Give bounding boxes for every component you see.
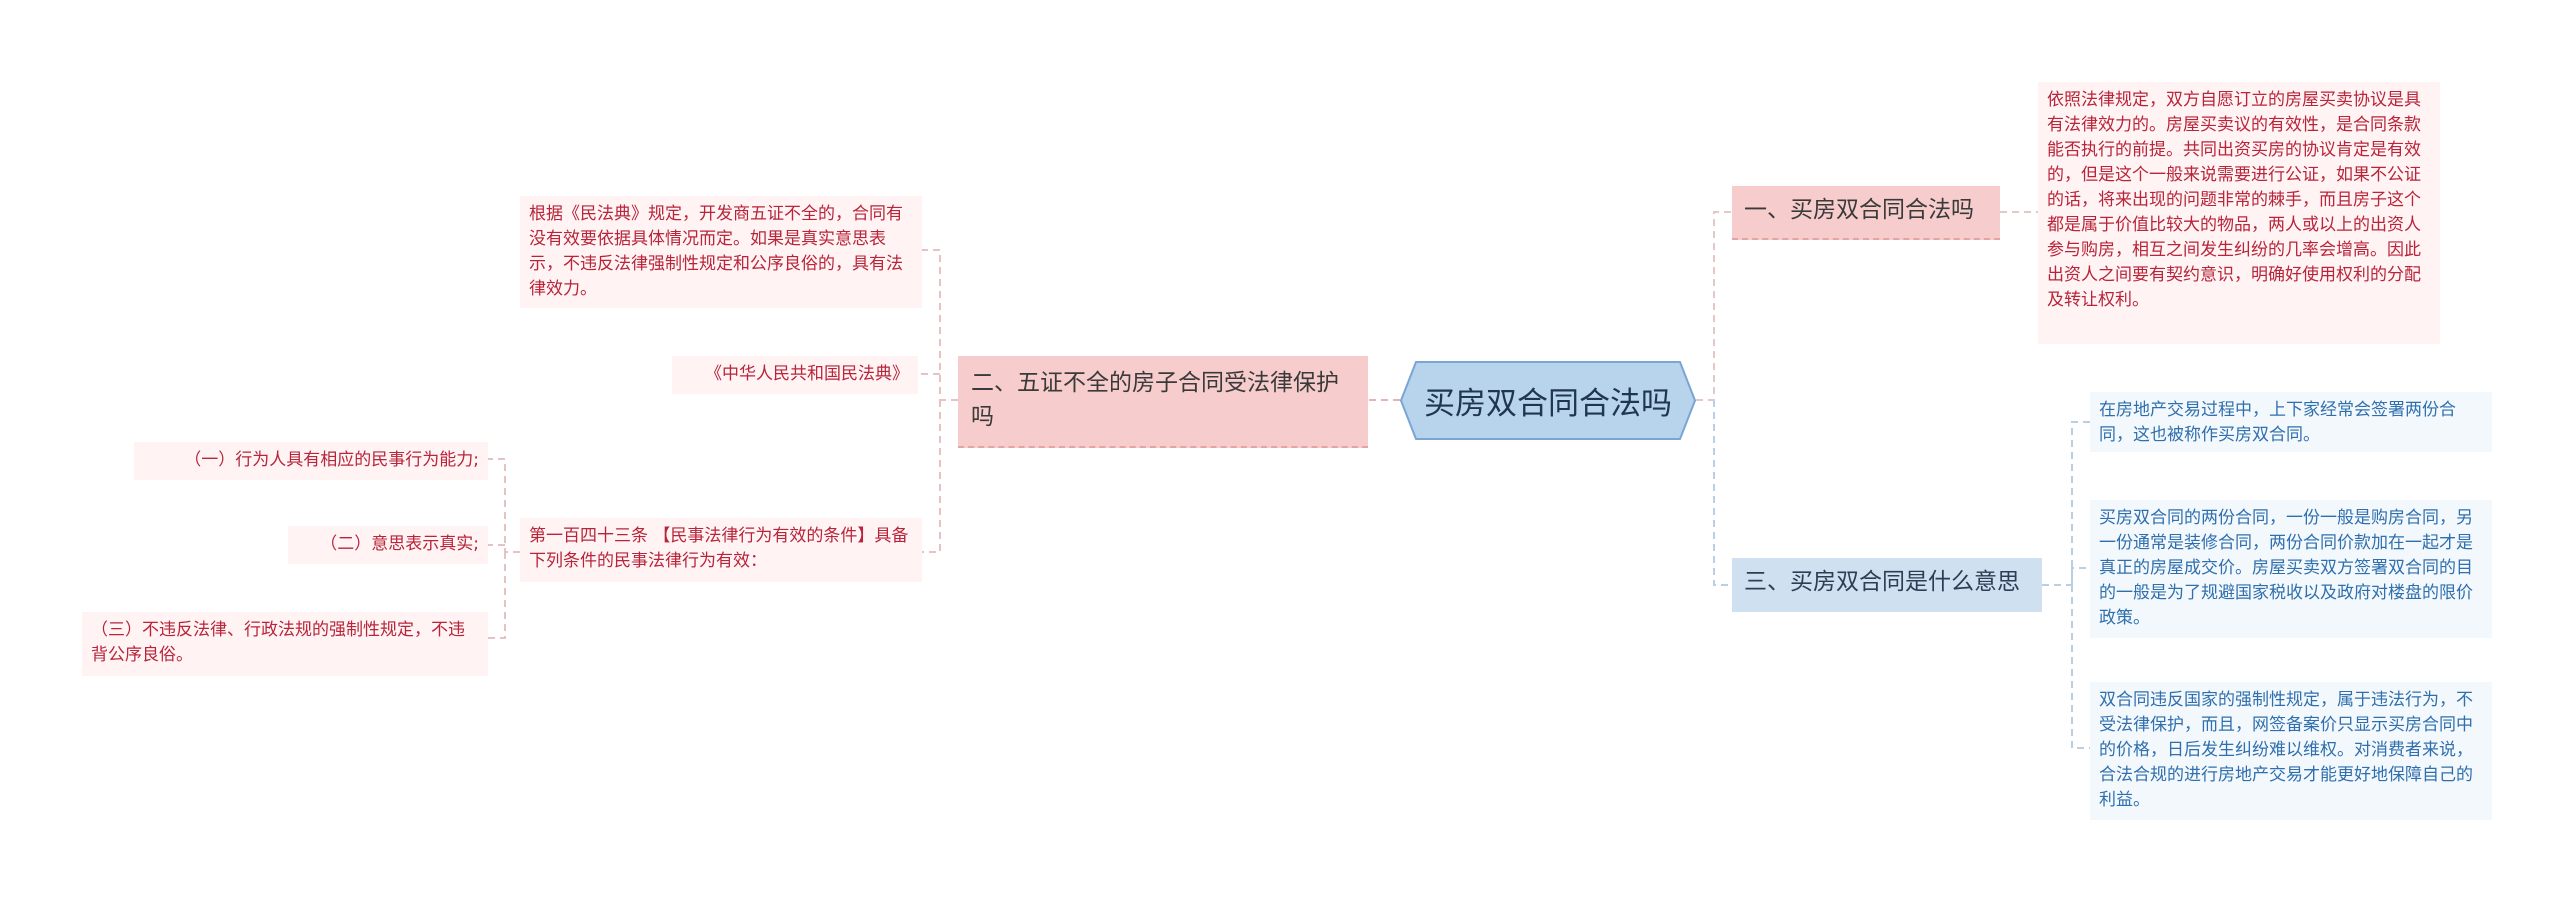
root-label: 买房双合同合法吗 (1424, 386, 1672, 422)
root-node[interactable]: 买房双合同合法吗 (1400, 361, 1696, 440)
condition-2: （二）意思表示真实; (288, 526, 488, 564)
branch-3-node[interactable]: 三、买房双合同是什么意思 (1732, 558, 2042, 612)
condition-2-text: （二）意思表示真实; (320, 534, 479, 554)
branch-2-item-2-text: 《中华人民共和国民法典》 (705, 364, 909, 384)
branch-2-label: 二、五证不全的房子合同受法律保护吗 (971, 370, 1339, 430)
branch-3-item-2: 买房双合同的两份合同，一份一般是购房合同，另一份通常是装修合同，两份合同价款加在… (2090, 500, 2492, 638)
branch-2-item-1: 根据《民法典》规定，开发商五证不全的，合同有没有效要依据具体情况而定。如果是真实… (520, 196, 922, 308)
branch-2-item-2: 《中华人民共和国民法典》 (672, 356, 918, 394)
condition-1-text: （一）行为人具有相应的民事行为能力; (184, 450, 479, 470)
branch-2-item-1-text: 根据《民法典》规定，开发商五证不全的，合同有没有效要依据具体情况而定。如果是真实… (529, 204, 903, 299)
condition-1: （一）行为人具有相应的民事行为能力; (134, 442, 488, 480)
branch-2-item-3-text: 第一百四十三条 【民事法律行为有效的条件】具备下列条件的民事法律行为有效： (529, 526, 909, 571)
branch-3-item-1-text: 在房地产交易过程中，上下家经常会签署两份合同，这也被称作买房双合同。 (2099, 400, 2456, 445)
branch-1-detail-text: 依照法律规定，双方自愿订立的房屋买卖协议是具有法律效力的。房屋买卖议的有效性，是… (2047, 90, 2421, 310)
branch-3-item-1: 在房地产交易过程中，上下家经常会签署两份合同，这也被称作买房双合同。 (2090, 392, 2492, 452)
branch-1-detail: 依照法律规定，双方自愿订立的房屋买卖协议是具有法律效力的。房屋买卖议的有效性，是… (2038, 82, 2440, 344)
condition-3-text: （三）不违反法律、行政法规的强制性规定，不违背公序良俗。 (91, 620, 465, 665)
branch-3-item-3: 双合同违反国家的强制性规定，属于违法行为，不受法律保护，而且，网签备案价只显示买… (2090, 682, 2492, 820)
branch-1-node[interactable]: 一、买房双合同合法吗 (1732, 186, 2000, 240)
branch-2-node[interactable]: 二、五证不全的房子合同受法律保护吗 (958, 356, 1368, 448)
condition-3: （三）不违反法律、行政法规的强制性规定，不违背公序良俗。 (82, 612, 488, 676)
branch-3-label: 三、买房双合同是什么意思 (1744, 569, 2020, 595)
branch-1-label: 一、买房双合同合法吗 (1744, 197, 1974, 223)
branch-3-item-3-text: 双合同违反国家的强制性规定，属于违法行为，不受法律保护，而且，网签备案价只显示买… (2099, 690, 2473, 810)
branch-2-item-3: 第一百四十三条 【民事法律行为有效的条件】具备下列条件的民事法律行为有效： (520, 518, 922, 582)
branch-3-item-2-text: 买房双合同的两份合同，一份一般是购房合同，另一份通常是装修合同，两份合同价款加在… (2099, 508, 2473, 628)
root-hexagon-shape (1400, 361, 1696, 440)
